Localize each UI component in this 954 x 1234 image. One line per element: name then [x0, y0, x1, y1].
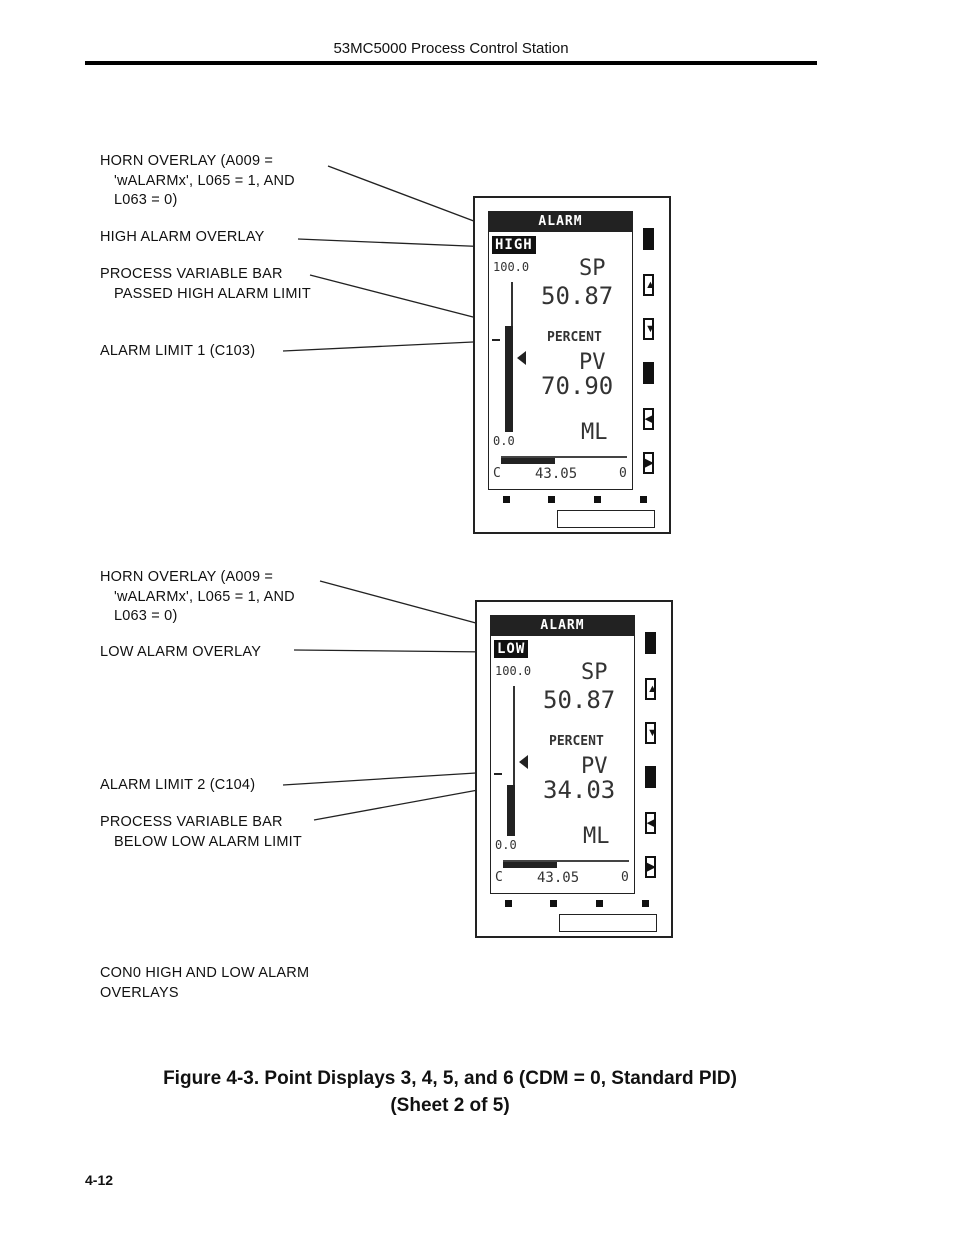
setpoint-value: 50.87 — [541, 282, 614, 310]
note-line: CON0 HIGH AND LOW ALARM — [100, 965, 310, 981]
output-scale — [503, 860, 629, 862]
setpoint-label: SP — [579, 256, 606, 281]
output-bar — [501, 458, 555, 464]
callout-horn-overlay-top: HORN OVERLAY (A009 = 'wALARMx', L065 = 1… — [100, 152, 295, 211]
display-key[interactable] — [643, 228, 654, 250]
units-label: PERCENT — [547, 330, 602, 345]
callout-line: L063 = 0) — [114, 192, 178, 208]
down-arrow-key[interactable]: ▼ — [643, 318, 656, 340]
ack-key[interactable] — [643, 362, 654, 384]
tag-slot — [559, 914, 657, 932]
callout-line: 'wALARMx', L065 = 1, AND — [114, 172, 295, 189]
output-value: 43.05 — [535, 466, 578, 482]
function-key[interactable] — [594, 496, 601, 503]
scale-min: 0.0 — [495, 838, 517, 852]
right-arrow-key[interactable]: ▶ — [645, 856, 656, 878]
note-line: OVERLAYS — [100, 984, 179, 1001]
leader-limit1 — [282, 340, 495, 352]
pv-value: 70.90 — [541, 372, 614, 400]
callout-line: PROCESS VARIABLE BAR — [100, 814, 283, 830]
mode-label: ML — [583, 824, 610, 849]
alarm-limit-marker — [492, 339, 500, 341]
function-key[interactable] — [505, 900, 512, 907]
pv-label: PV — [579, 350, 606, 375]
function-key[interactable] — [503, 496, 510, 503]
callout-line: PASSED HIGH ALARM LIMIT — [114, 285, 311, 302]
alarm-horn-banner: ALARM — [491, 616, 634, 636]
station-panel-top: ALARM HIGH 100.0 SP 50.87 PERCENT PV 70.… — [473, 196, 671, 534]
output-bar — [503, 862, 557, 868]
callout-line: BELOW LOW ALARM LIMIT — [114, 833, 302, 850]
low-alarm-overlay: LOW — [494, 640, 529, 658]
pv-label: PV — [581, 754, 608, 779]
output-open-label: 0 — [619, 466, 627, 481]
lcd-display-bottom: ALARM LOW 100.0 SP 50.87 PERCENT PV 34.0… — [490, 615, 635, 894]
callout-high-alarm-overlay: HIGH ALARM OVERLAY — [100, 229, 265, 245]
high-alarm-overlay: HIGH — [492, 236, 536, 254]
units-label: PERCENT — [549, 734, 604, 749]
callout-alarm-limit-2: ALARM LIMIT 2 (C104) — [100, 777, 256, 793]
output-value: 43.05 — [537, 870, 580, 886]
output-scale — [501, 456, 627, 458]
lcd-display-top: ALARM HIGH 100.0 SP 50.87 PERCENT PV 70.… — [488, 211, 633, 490]
station-panel-bottom: ALARM LOW 100.0 SP 50.87 PERCENT PV 34.0… — [475, 600, 673, 938]
scale-max: 100.0 — [493, 260, 530, 274]
figure-note: CON0 HIGH AND LOW ALARM OVERLAYS — [100, 964, 309, 1003]
callout-line: PROCESS VARIABLE BAR — [100, 266, 283, 282]
alarm-limit-marker — [494, 773, 502, 775]
alarm-horn-banner: ALARM — [489, 212, 632, 232]
up-arrow-key[interactable]: ▲ — [645, 678, 658, 700]
leader-limit2 — [282, 771, 493, 786]
leader-horn-bottom — [319, 580, 488, 627]
callout-pv-bar-high: PROCESS VARIABLE BAR PASSED HIGH ALARM L… — [100, 265, 311, 304]
page-number: 4-12 — [85, 1172, 114, 1188]
header-rule — [85, 61, 817, 65]
output-closed-label: C — [495, 870, 503, 885]
callout-line: 'wALARMx', L065 = 1, AND — [114, 588, 295, 605]
page-header: 53MC5000 Process Control Station — [333, 40, 569, 57]
leader-horn-top — [327, 165, 488, 227]
pv-bargraph — [507, 785, 515, 836]
output-closed-label: C — [493, 466, 501, 481]
bargraph-axis — [513, 686, 515, 836]
callout-low-alarm-overlay: LOW ALARM OVERLAY — [100, 644, 262, 660]
output-open-label: 0 — [621, 870, 629, 885]
setpoint-pointer-icon — [517, 351, 526, 365]
up-arrow-key[interactable]: ▲ — [643, 274, 656, 296]
leader-high — [297, 238, 493, 248]
function-key[interactable] — [640, 496, 647, 503]
mode-label: ML — [581, 420, 608, 445]
callout-horn-overlay-bottom: HORN OVERLAY (A009 = 'wALARMx', L065 = 1… — [100, 568, 295, 627]
callout-pv-bar-low: PROCESS VARIABLE BAR BELOW LOW ALARM LIM… — [100, 813, 302, 852]
pv-value: 34.03 — [543, 776, 616, 804]
setpoint-value: 50.87 — [543, 686, 616, 714]
function-key[interactable] — [596, 900, 603, 907]
callout-alarm-limit-1: ALARM LIMIT 1 (C103) — [100, 343, 256, 359]
left-arrow-key[interactable]: ◀ — [645, 812, 656, 834]
figure-caption-sheet: (Sheet 2 of 5) — [390, 1095, 510, 1116]
function-key[interactable] — [548, 496, 555, 503]
setpoint-pointer-icon — [519, 755, 528, 769]
right-arrow-key[interactable]: ▶ — [643, 452, 654, 474]
leader-pv-low — [313, 785, 501, 821]
setpoint-label: SP — [581, 660, 608, 685]
figure-caption: Figure 4-3. Point Displays 3, 4, 5, and … — [163, 1068, 737, 1089]
leader-low — [293, 649, 493, 653]
display-key[interactable] — [645, 632, 656, 654]
callout-line: L063 = 0) — [114, 608, 178, 624]
function-key[interactable] — [550, 900, 557, 907]
function-key[interactable] — [642, 900, 649, 907]
ack-key[interactable] — [645, 766, 656, 788]
scale-max: 100.0 — [495, 664, 532, 678]
down-arrow-key[interactable]: ▼ — [645, 722, 658, 744]
callout-line: HORN OVERLAY (A009 = — [100, 153, 274, 169]
callout-line: HORN OVERLAY (A009 = — [100, 569, 274, 585]
tag-slot — [557, 510, 655, 528]
scale-min: 0.0 — [493, 434, 515, 448]
pv-bargraph — [505, 326, 513, 432]
left-arrow-key[interactable]: ◀ — [643, 408, 654, 430]
